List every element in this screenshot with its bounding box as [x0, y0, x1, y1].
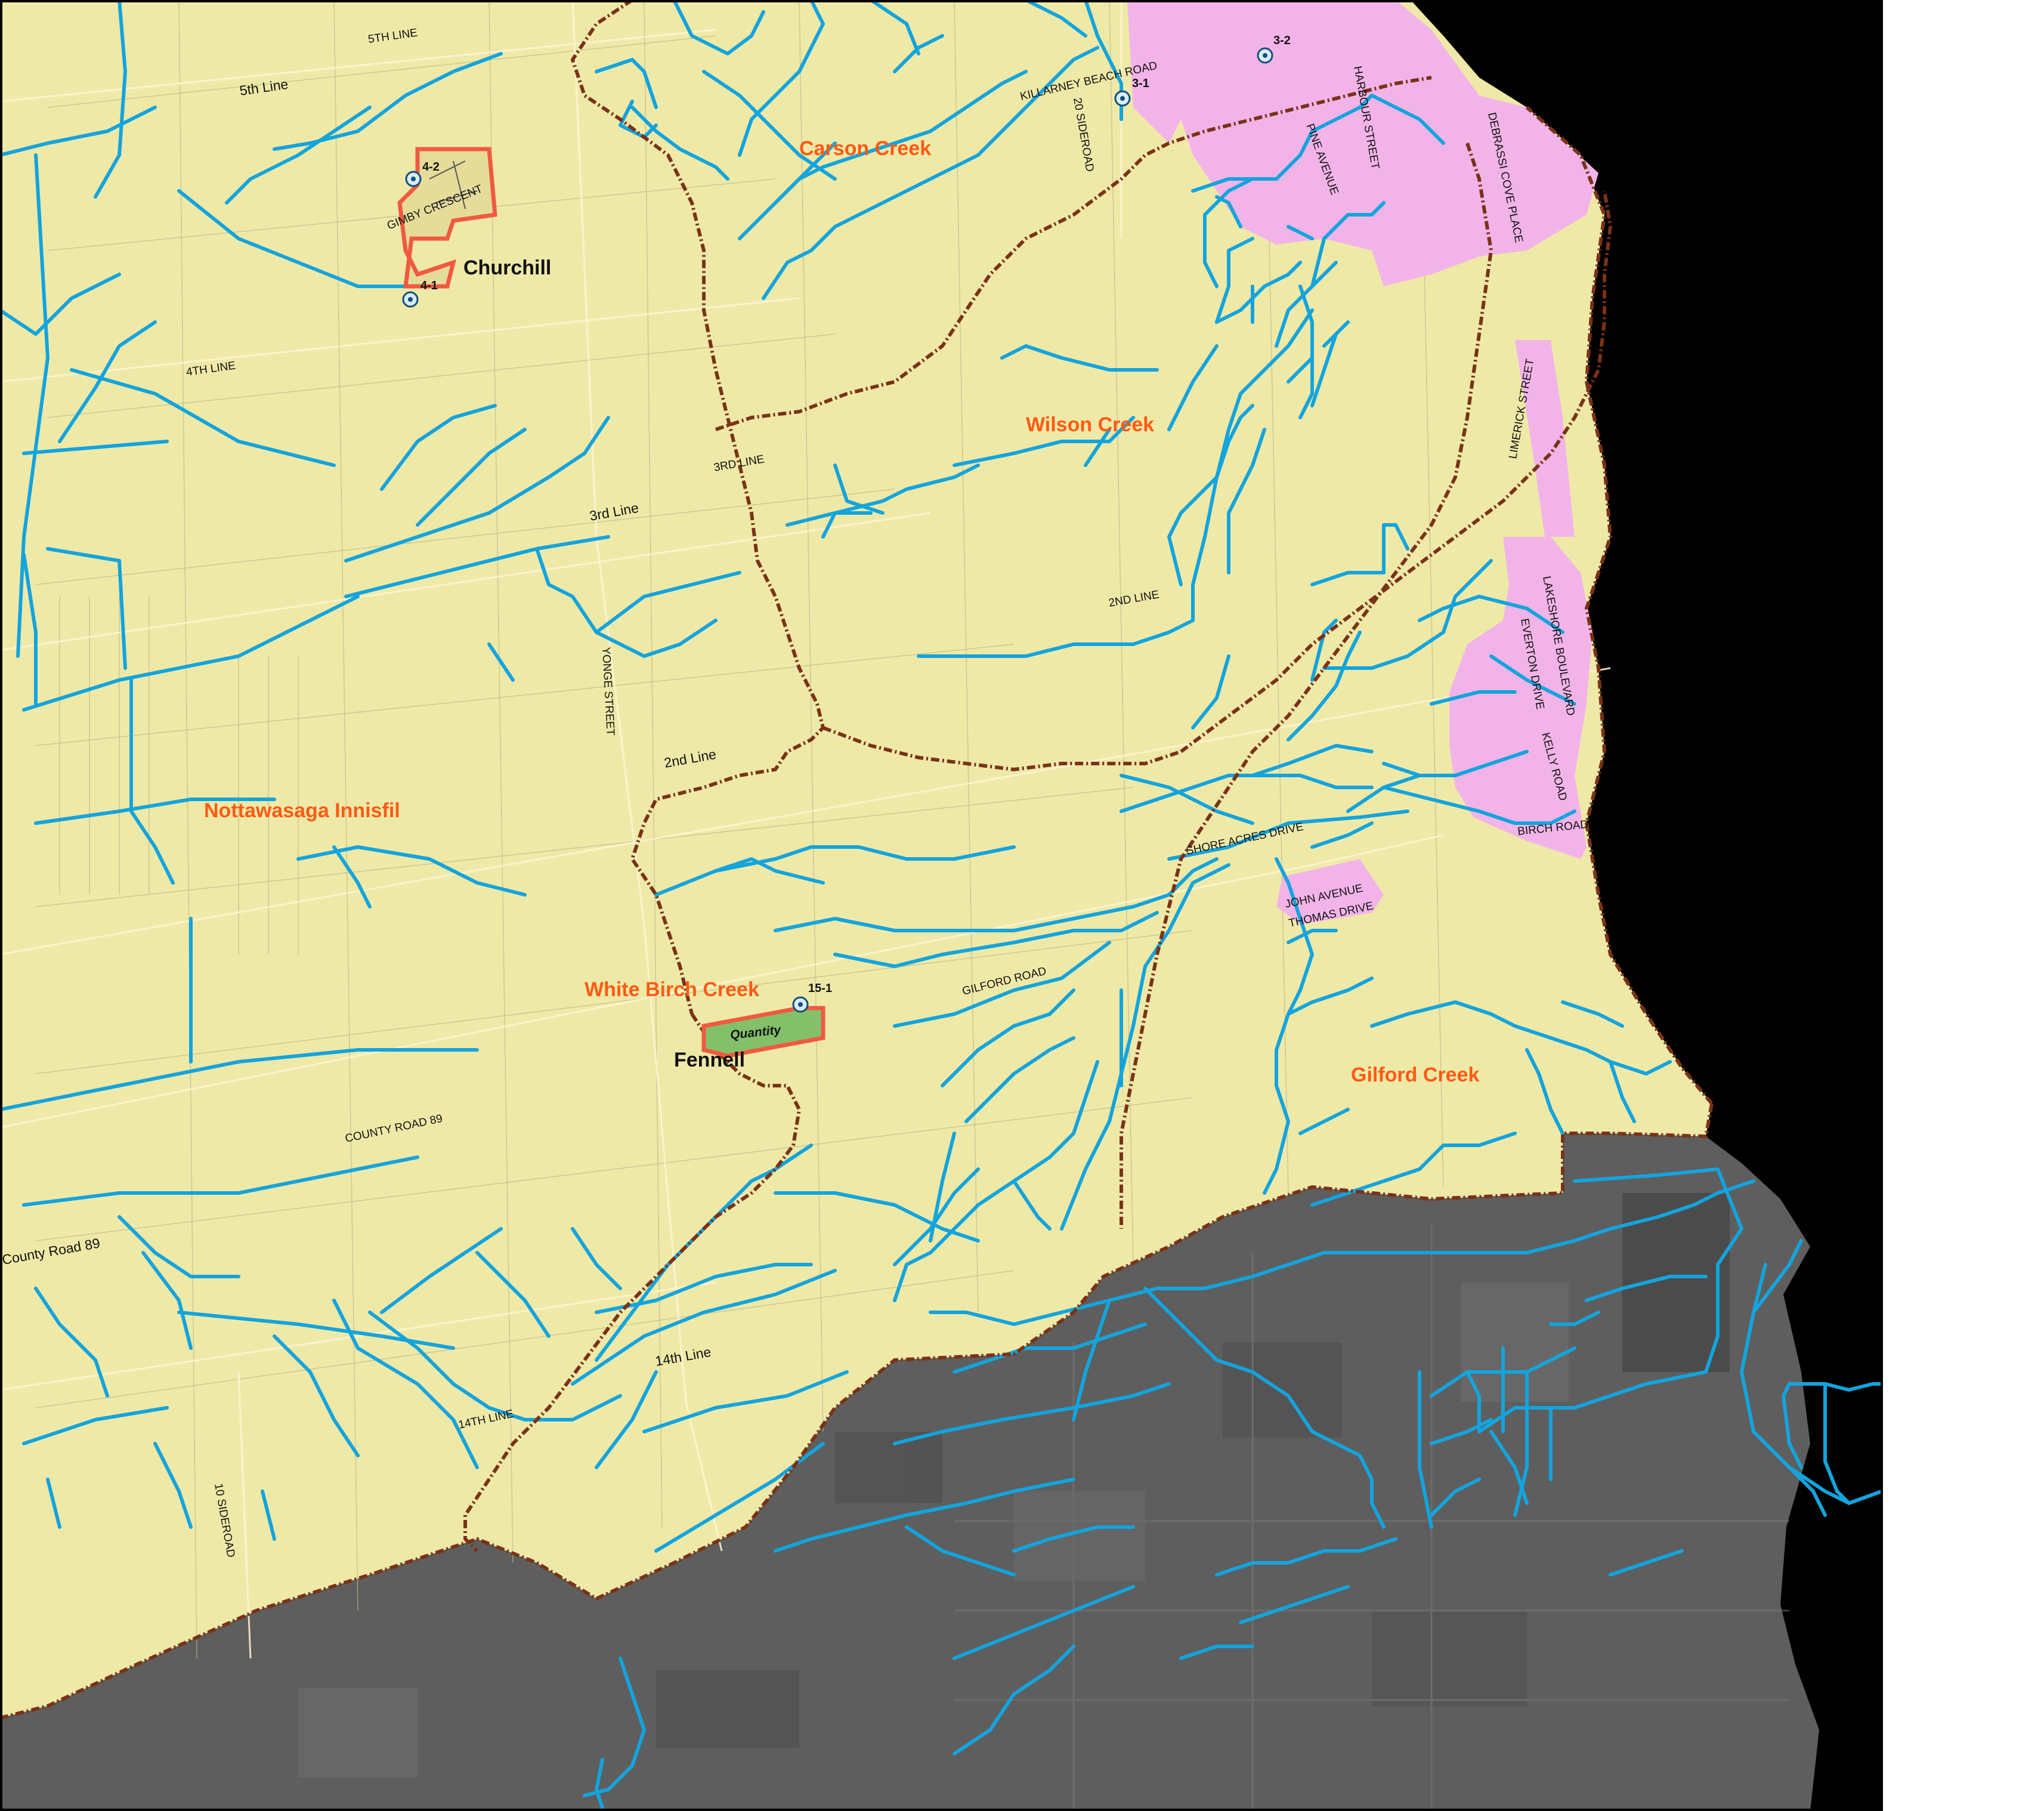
station-label-3-2: 3-2 [1273, 34, 1291, 47]
watershed-labels: Carson Creek Wilson Creek Nottawasaga In… [204, 137, 1479, 1086]
watershed-boundaries [0, 0, 1714, 1720]
station-label-4-2: 4-2 [422, 160, 440, 174]
offshore-channels [1782, 1382, 1882, 1505]
station-label-4-1: 4-1 [420, 279, 438, 292]
urban-area-john-avenue [1276, 859, 1384, 925]
place-label-fennell: Fennell [674, 1049, 745, 1071]
station-label-15-1: 15-1 [808, 982, 832, 995]
station-label-3-1: 3-1 [1132, 77, 1149, 90]
station-marker-15-1[interactable] [792, 996, 809, 1013]
place-label-churchill: Churchill [463, 256, 551, 279]
station-marker-4-2[interactable] [405, 171, 422, 187]
outside-land-texture [298, 1193, 1789, 1811]
station-labels: 4-2 4-1 3-1 3-2 15-1 [420, 34, 1291, 995]
study-area [0, 0, 1712, 1718]
map-margin [1882, 0, 2044, 1811]
urban-area-north [1127, 0, 1598, 286]
urban-area-lakeshore [1449, 537, 1592, 859]
watershed-label-carson-creek: Carson Creek [799, 137, 931, 160]
watershed-label-nottawasaga-innisfil: Nottawasaga Innisfil [204, 799, 400, 822]
station-marker-3-2[interactable] [1257, 47, 1273, 64]
urban-area-limerick [1515, 340, 1575, 537]
churchill-site-inner-lines [429, 160, 478, 209]
creek-network [0, 0, 1851, 1809]
urban-areas [1127, 0, 1598, 925]
station-marker-3-1[interactable] [1114, 90, 1131, 107]
station-marker-4-1[interactable] [402, 291, 419, 308]
map-border [0, 0, 1883, 1811]
watershed-label-gilford-creek: Gilford Creek [1351, 1064, 1479, 1086]
place-labels: Churchill Fennell Quantity [463, 256, 783, 1071]
station-markers [402, 47, 1273, 1013]
watershed-label-wilson-creek: Wilson Creek [1026, 413, 1154, 436]
churchill-site-outline [397, 147, 497, 289]
watershed-label-white-birch-creek: White Birch Creek [585, 978, 759, 1001]
